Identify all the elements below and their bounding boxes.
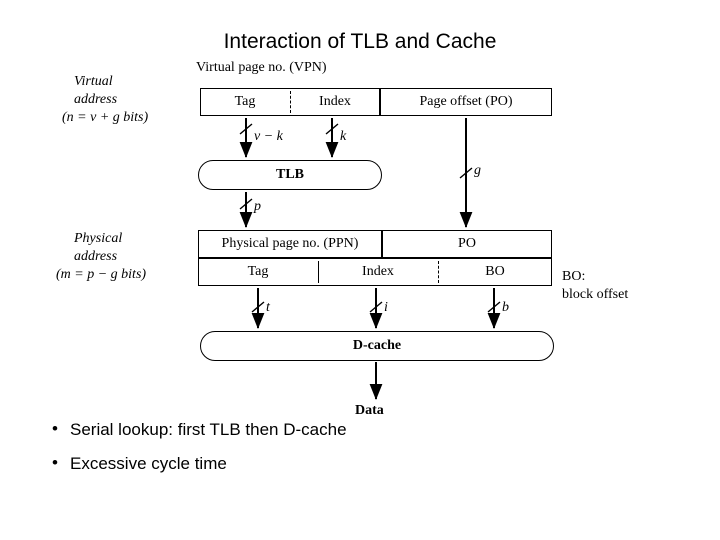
tag-virtual-label: Tag (234, 94, 256, 109)
index-virtual-label: Index (319, 94, 351, 109)
virtual-address-label-line3: (n = v + g bits) (62, 110, 149, 125)
edge-label-p: p (254, 199, 261, 214)
data-label: Data (355, 403, 384, 418)
physical-fields-box (198, 258, 552, 286)
po-box: PO (382, 230, 552, 258)
edge-label-i: i (384, 300, 388, 315)
tlb-box: TLB (198, 160, 382, 190)
tag-index-divider (318, 261, 319, 283)
bullet-item-0: Serial lookup: first TLB then D-cache (48, 419, 668, 440)
physical-address-label-line2: address (74, 249, 118, 264)
index-physical-label: Index (362, 264, 394, 279)
physical-address-label-line3: (m = p − g bits) (56, 267, 147, 282)
physical-address-label-line1: Physical (74, 231, 123, 246)
dcache-box: D-cache (200, 331, 554, 361)
edge-label-t: t (266, 300, 270, 315)
edge-label-k: k (340, 129, 347, 144)
bo-note-line2: block offset (562, 287, 629, 302)
bo-label: BO (485, 264, 505, 279)
bullet-item-1: Excessive cycle time (48, 453, 668, 474)
virtual-address-label-line2: address (74, 92, 118, 107)
edge-label-b: b (502, 300, 509, 315)
virtual-address-label-line1: Virtual (74, 74, 113, 89)
edge-label-g: g (474, 163, 481, 178)
ppn-box: Physical page no. (PPN) (198, 230, 382, 258)
edge-label-v-minus-k: v − k (254, 129, 283, 144)
virtual-field-divider (290, 91, 291, 113)
page-title: Interaction of TLB and Cache (223, 30, 497, 53)
tag-physical-label: Tag (247, 264, 269, 279)
page-offset-box: Page offset (PO) (380, 88, 552, 116)
vpn-label: Virtual page no. (VPN) (196, 60, 327, 75)
bo-note-line1: BO: (562, 269, 586, 284)
index-bo-divider (438, 261, 439, 283)
bullet-list: Serial lookup: first TLB then D-cache Ex… (48, 419, 668, 488)
